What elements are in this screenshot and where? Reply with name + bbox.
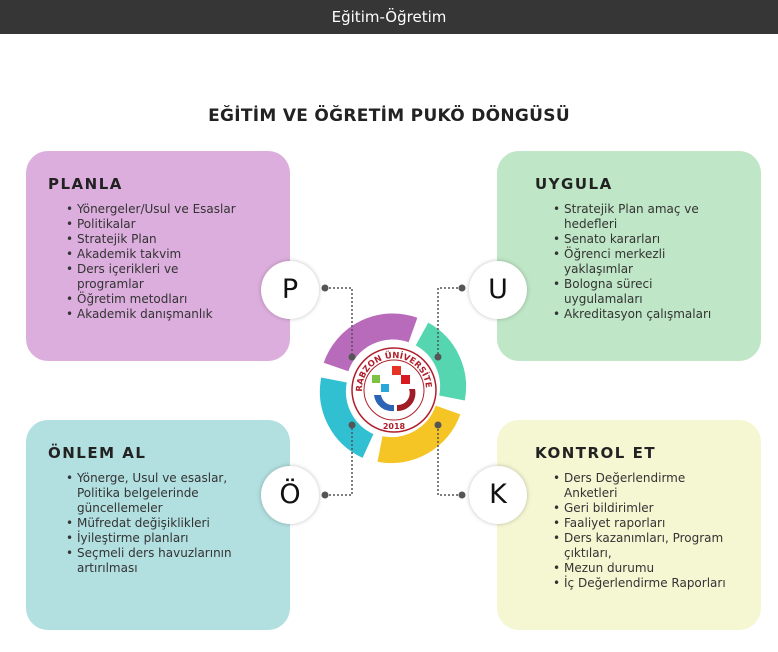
kontrol-card: KONTROL ET Ders Değerlendirme AnketleriG… bbox=[497, 420, 761, 630]
list-item: Ders kazanımları, Program çıktıları, bbox=[553, 531, 735, 561]
list-item: Stratejik Plan amaç ve hedefleri bbox=[553, 202, 725, 232]
svg-text:2018: 2018 bbox=[383, 422, 406, 431]
list-item: Ders Değerlendirme Anketleri bbox=[553, 471, 735, 501]
kontrol-list: Ders Değerlendirme AnketleriGeri bildiri… bbox=[535, 471, 735, 591]
list-item: Öğretim metodları bbox=[66, 292, 238, 307]
onlem-card: ÖNLEM AL Yönerge, Usul ve esaslar, Polit… bbox=[26, 420, 290, 630]
ring-segment-act bbox=[319, 377, 374, 458]
list-item: Geri bildirimler bbox=[553, 501, 735, 516]
planla-title: PLANLA bbox=[48, 175, 123, 193]
letter-p-circle: P bbox=[261, 261, 319, 319]
list-item: Öğrenci merkezli yaklaşımlar bbox=[553, 247, 725, 277]
list-item: Akreditasyon çalışmaları bbox=[553, 307, 725, 322]
list-item: İç Değerlendirme Raporları bbox=[553, 576, 735, 591]
list-item: Faaliyet raporları bbox=[553, 516, 735, 531]
ring-segment-check bbox=[377, 405, 461, 464]
ring-segment-do bbox=[415, 322, 467, 401]
kontrol-title: KONTROL ET bbox=[535, 444, 657, 462]
page-title: EĞİTİM VE ÖĞRETİM PUKÖ DÖNGÜSÜ bbox=[208, 106, 570, 126]
letter-o-circle: Ö bbox=[261, 466, 319, 524]
uygula-title: UYGULA bbox=[535, 175, 613, 193]
list-item: İyileştirme planları bbox=[66, 531, 248, 546]
window-title: Eğitim-Öğretim bbox=[0, 0, 778, 34]
list-item: Müfredat değişiklikleri bbox=[66, 516, 248, 531]
letter-u-circle: U bbox=[469, 261, 527, 319]
list-item: Stratejik Plan bbox=[66, 232, 238, 247]
list-item: Yönergeler/Usul ve Esaslar bbox=[66, 202, 238, 217]
ring-segment-plan bbox=[323, 313, 418, 372]
list-item: Senato kararları bbox=[553, 232, 725, 247]
uygula-card: UYGULA Stratejik Plan amaç ve hedefleriS… bbox=[497, 151, 761, 361]
list-item: Yönerge, Usul ve esaslar, Politika belge… bbox=[66, 471, 248, 516]
list-item: Akademik takvim bbox=[66, 247, 238, 262]
planla-card: PLANLA Yönergeler/Usul ve EsaslarPolitik… bbox=[26, 151, 290, 361]
onlem-list: Yönerge, Usul ve esaslar, Politika belge… bbox=[48, 471, 248, 576]
university-logo: TRABZON ÜNİVERSİTESİ 2018 bbox=[0, 0, 437, 433]
list-item: Ders içerikleri ve programlar bbox=[66, 262, 238, 292]
list-item: Akademik danışmanlık bbox=[66, 307, 238, 322]
letter-k-circle: K bbox=[469, 466, 527, 524]
onlem-title: ÖNLEM AL bbox=[48, 444, 147, 462]
uygula-list: Stratejik Plan amaç ve hedefleriSenato k… bbox=[535, 202, 725, 322]
list-item: Bologna süreci uygulamaları bbox=[553, 277, 725, 307]
list-item: Seçmeli ders havuzlarının artırılması bbox=[66, 546, 248, 576]
list-item: Politikalar bbox=[66, 217, 238, 232]
planla-list: Yönergeler/Usul ve EsaslarPolitikalarStr… bbox=[48, 202, 238, 322]
list-item: Mezun durumu bbox=[553, 561, 735, 576]
